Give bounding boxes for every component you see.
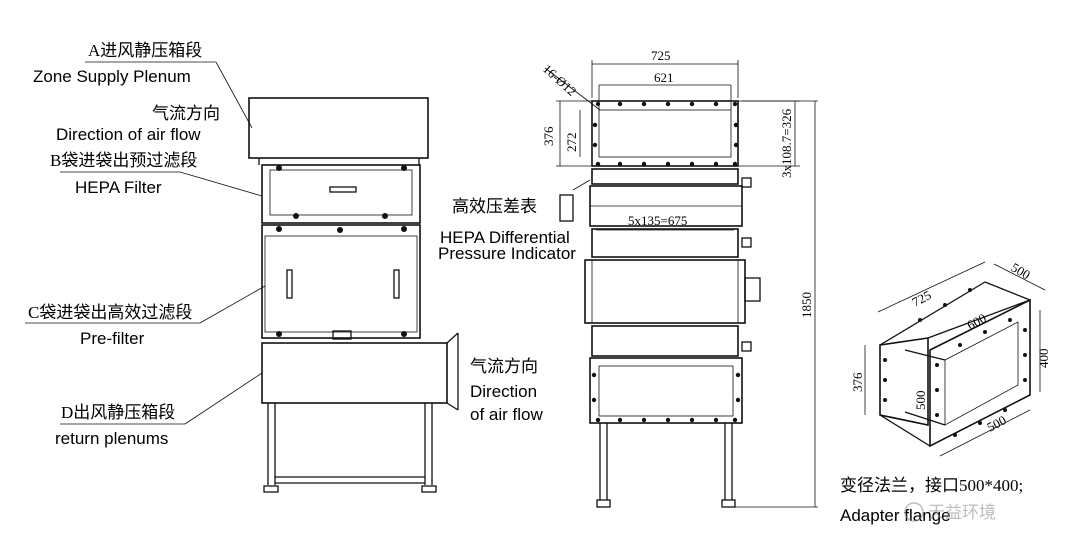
wechat-icon (904, 502, 924, 522)
label-b-cn: B袋进袋出预过滤段 (50, 151, 197, 170)
label-airflow2-en2: of air flow (470, 405, 543, 424)
dim-621: 621 (654, 70, 674, 85)
handle-icon (329, 186, 357, 193)
label-d-cn: D出风静压箱段 (61, 403, 175, 422)
flange-small-face (879, 337, 929, 426)
dim-flange-376: 376 (850, 372, 865, 392)
dim-flange-500a: 500 (1009, 260, 1033, 283)
front-view (25, 61, 459, 493)
adapter-flange (864, 261, 1046, 457)
label-b-en: HEPA Filter (75, 178, 162, 197)
watermark-text: 天益环境 (928, 503, 996, 522)
label-airflow1-en: Direction of air flow (56, 125, 201, 144)
label-a-en: Zone Supply Plenum (33, 67, 191, 86)
dim-flange-725: 725 (909, 287, 933, 309)
side-top-flange (591, 100, 739, 167)
label-airflow2-cn: 气流方向 (470, 357, 538, 376)
label-c-en: Pre-filter (80, 329, 145, 348)
label-a-cn: A进风静压箱段 (88, 41, 202, 60)
dim-holes: 16-Ø12 (540, 61, 580, 99)
return-plenum-section (261, 342, 448, 404)
dim-1850: 1850 (799, 292, 814, 318)
dim-pitch: 5x135=675 (628, 213, 687, 228)
dim-flange-500b: 500 (913, 391, 928, 411)
label-airflow2-en1: Direction (470, 382, 537, 401)
label-d-en: return plenums (55, 429, 168, 448)
dim-376: 376 (541, 126, 556, 146)
pre-filter-section (261, 224, 421, 339)
label-flange-cn: 变径法兰，接口500*400; (840, 476, 1023, 495)
dim-flange-400: 400 (1036, 349, 1051, 369)
hepa-filter-section (261, 164, 421, 224)
text-labels: A进风静压箱段 Zone Supply Plenum 气流方向 Directio… (28, 41, 1023, 525)
dim-272: 272 (564, 133, 579, 153)
supply-plenum-section (248, 97, 429, 159)
dim-side: 3x108.7=326 (779, 108, 794, 178)
label-c-cn: C袋进袋出高效过滤段 (28, 303, 192, 322)
dim-725: 725 (651, 48, 671, 63)
label-airflow1-cn: 气流方向 (152, 104, 220, 123)
pressure-gauge-icon (559, 194, 574, 222)
label-gauge-cn: 高效压差表 (452, 197, 537, 216)
label-gauge-en1: HEPA Differential (440, 228, 570, 247)
watermark: 天益环境 (904, 502, 996, 522)
label-gauge-en2: Pressure Indicator (438, 244, 576, 263)
flange-large-face (929, 298, 1031, 448)
side-view (544, 60, 818, 508)
